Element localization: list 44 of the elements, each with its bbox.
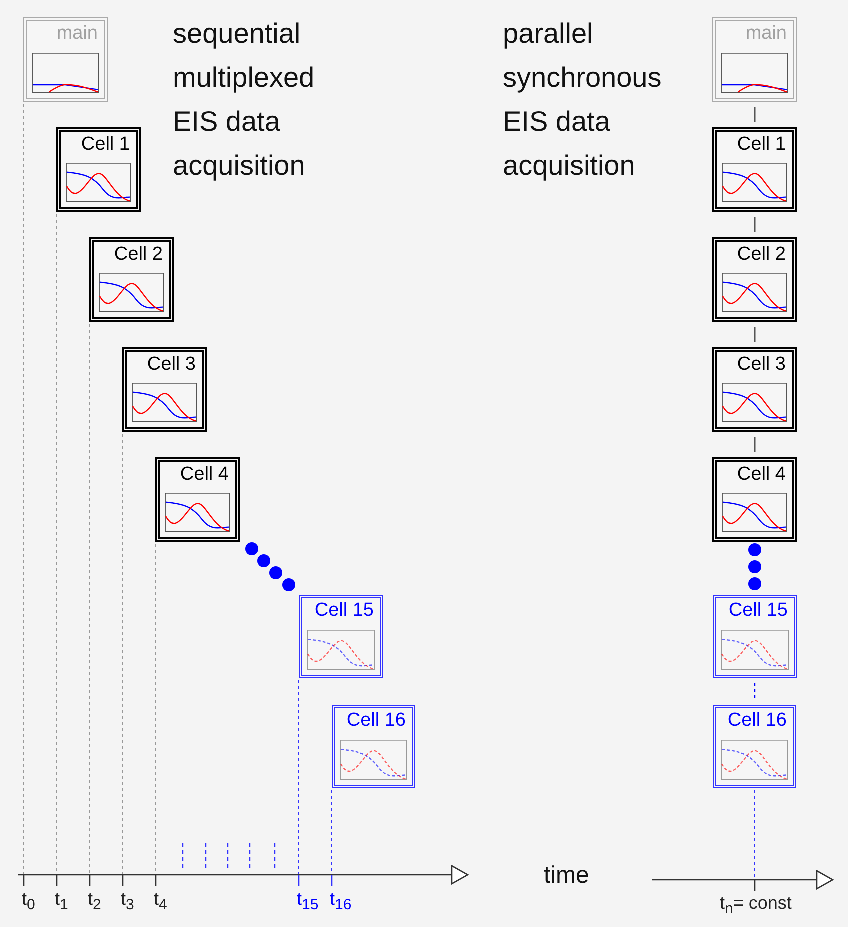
tick-label: t$_{16}$ bbox=[330, 889, 352, 914]
cell-label: Cell 15 bbox=[314, 600, 374, 622]
tick-label: t$_{2}$ bbox=[88, 889, 102, 914]
tick-label: t$_{4}$ bbox=[154, 889, 168, 914]
cell-label: Cell 16 bbox=[346, 710, 406, 732]
cell-box bbox=[89, 237, 174, 322]
cell-box bbox=[712, 17, 797, 102]
connector-line bbox=[754, 107, 756, 122]
cell-box bbox=[713, 595, 797, 678]
cell-label: Cell 16 bbox=[728, 710, 787, 732]
cell-box bbox=[332, 705, 415, 788]
cell-label: Cell 15 bbox=[728, 600, 788, 622]
cell-box bbox=[23, 17, 108, 102]
cell-box bbox=[56, 127, 141, 212]
cell-box bbox=[712, 347, 797, 432]
connector-line bbox=[754, 683, 756, 700]
connector-line bbox=[754, 217, 756, 232]
cell-label: Cell 2 bbox=[114, 244, 163, 266]
connector-line bbox=[754, 327, 756, 342]
cell-label: Cell 4 bbox=[737, 464, 786, 486]
heading: parallel synchronous EIS data acquisition bbox=[503, 17, 663, 183]
cell-box bbox=[122, 347, 207, 432]
tick-label: t$_{1}$ bbox=[55, 889, 68, 914]
cell-label: Cell 1 bbox=[81, 134, 130, 156]
cell-box bbox=[712, 457, 797, 542]
cell-label: Cell 2 bbox=[737, 244, 786, 266]
cell-label: main bbox=[746, 23, 787, 45]
cell-label: Cell 1 bbox=[737, 134, 786, 156]
tick-label: t$_{n}$= const bbox=[720, 893, 792, 918]
tick-label: t$_{0}$ bbox=[22, 889, 36, 914]
cell-box bbox=[713, 705, 796, 788]
cell-box bbox=[299, 595, 383, 678]
cell-box bbox=[712, 237, 797, 322]
cell-label: main bbox=[56, 23, 98, 45]
connector-line bbox=[754, 437, 756, 452]
cell-label: Cell 4 bbox=[180, 464, 229, 486]
cell-box bbox=[712, 127, 797, 212]
cell-label: Cell 3 bbox=[147, 354, 196, 376]
axis-label: time bbox=[544, 862, 590, 890]
tick-label: t$_{3}$ bbox=[121, 889, 134, 914]
cell-label: Cell 3 bbox=[737, 354, 786, 376]
heading: sequential multiplexed EIS data acquisition bbox=[173, 17, 316, 183]
cell-box bbox=[155, 457, 240, 542]
tick-label: t$_{15}$ bbox=[297, 889, 319, 914]
